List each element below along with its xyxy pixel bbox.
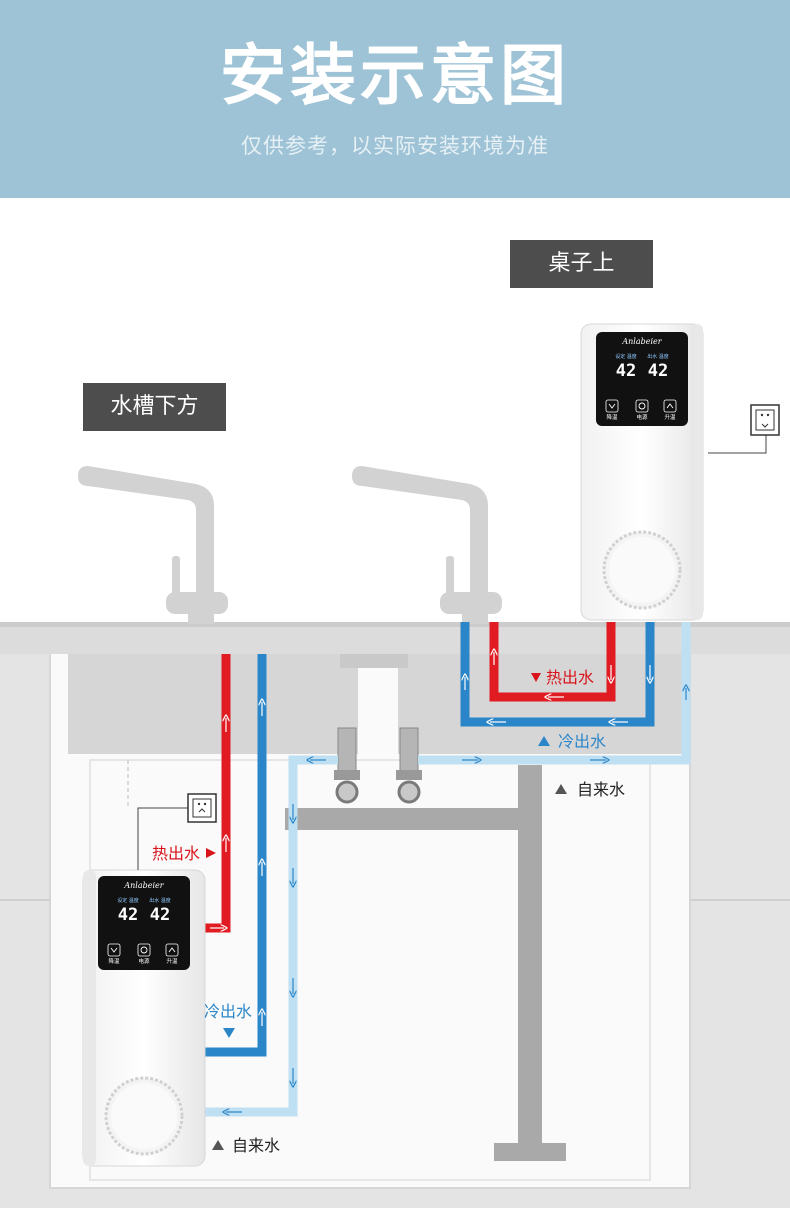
label-tap-water-bottom: 自来水 (232, 1136, 280, 1155)
faucet-right (352, 466, 502, 624)
triangle-up-icon (212, 1140, 224, 1150)
tag-under-sink: 水槽下方 (83, 383, 226, 431)
set-temp-label: 设定 温度 (615, 353, 637, 360)
btn-up-label: 升温 (664, 413, 676, 421)
bottom-tap-arrows (226, 760, 326, 1112)
brand-logo: Anlabeier (123, 881, 164, 890)
labels-bottom: 热出水 冷出水 自来水 (152, 844, 280, 1155)
label-cold-out-top: 冷出水 (558, 732, 606, 751)
triangle-down-icon (223, 1028, 235, 1038)
set-temp-display: 42 (616, 361, 636, 381)
under-sink-water-heater: Anlabeier 设定 温度 出水 温度 42 42 降温 电源 升温 (82, 869, 206, 1167)
brand-logo: Anlabeier (621, 337, 662, 346)
out-temp-label: 出水 温度 (149, 897, 171, 904)
out-temp-display: 42 (648, 361, 668, 381)
btn-power-label: 电源 (138, 957, 150, 965)
set-temp-display: 42 (118, 905, 138, 925)
btn-up-label: 升温 (166, 957, 178, 965)
down-arrow-icon (608, 403, 616, 409)
drain-pipe (285, 765, 566, 1161)
top-flow-arrows (465, 652, 650, 722)
countertop (0, 622, 790, 654)
triangle-up-icon (538, 736, 550, 746)
label-cold-out-bottom: 冷出水 (204, 1002, 252, 1021)
out-temp-label: 出水 温度 (647, 353, 669, 360)
outlet-bottom (137, 793, 217, 870)
label-tap-water-top: 自来水 (577, 780, 625, 799)
faucet-left (78, 466, 228, 624)
countertop-water-heater: Anlabeier 设定 温度 出水 温度 42 42 降温 电源 升温 (580, 323, 704, 621)
page-subtitle: 仅供参考，以实际安装环境为准 (241, 134, 549, 158)
valve-left (334, 727, 360, 804)
valve-right (396, 727, 422, 804)
triangle-down-icon (531, 673, 541, 682)
up-arrow-icon (666, 403, 674, 409)
btn-down-label: 降温 (606, 413, 618, 421)
power-icon (140, 946, 148, 954)
header-banner: 安装示意图 仅供参考，以实际安装环境为准 (0, 0, 790, 198)
set-temp-label: 设定 温度 (117, 897, 139, 904)
power-icon (638, 402, 646, 410)
label-hot-out-top: 热出水 (546, 668, 594, 687)
bottom-cold-pipe (204, 654, 267, 1057)
triangle-up-icon (555, 784, 567, 794)
tag-countertop: 桌子上 (510, 240, 653, 288)
out-temp-display: 42 (150, 905, 170, 925)
top-tap-water-pipe (418, 622, 691, 765)
triangle-right-icon (206, 848, 216, 858)
outlet-top (708, 404, 780, 454)
btn-power-label: 电源 (636, 413, 648, 421)
power-outlet-icon (187, 793, 217, 823)
page-title: 安装示意图 (220, 37, 570, 114)
top-tap-arrows (462, 688, 686, 760)
up-arrow-icon (168, 947, 176, 953)
btn-down-label: 降温 (108, 957, 120, 965)
down-arrow-icon (110, 947, 118, 953)
bottom-flow-arrows (210, 702, 262, 1026)
labels-top: 热出水 冷出水 自来水 (531, 668, 625, 799)
label-hot-out-bottom: 热出水 (152, 844, 200, 863)
sink-basin (68, 654, 688, 754)
